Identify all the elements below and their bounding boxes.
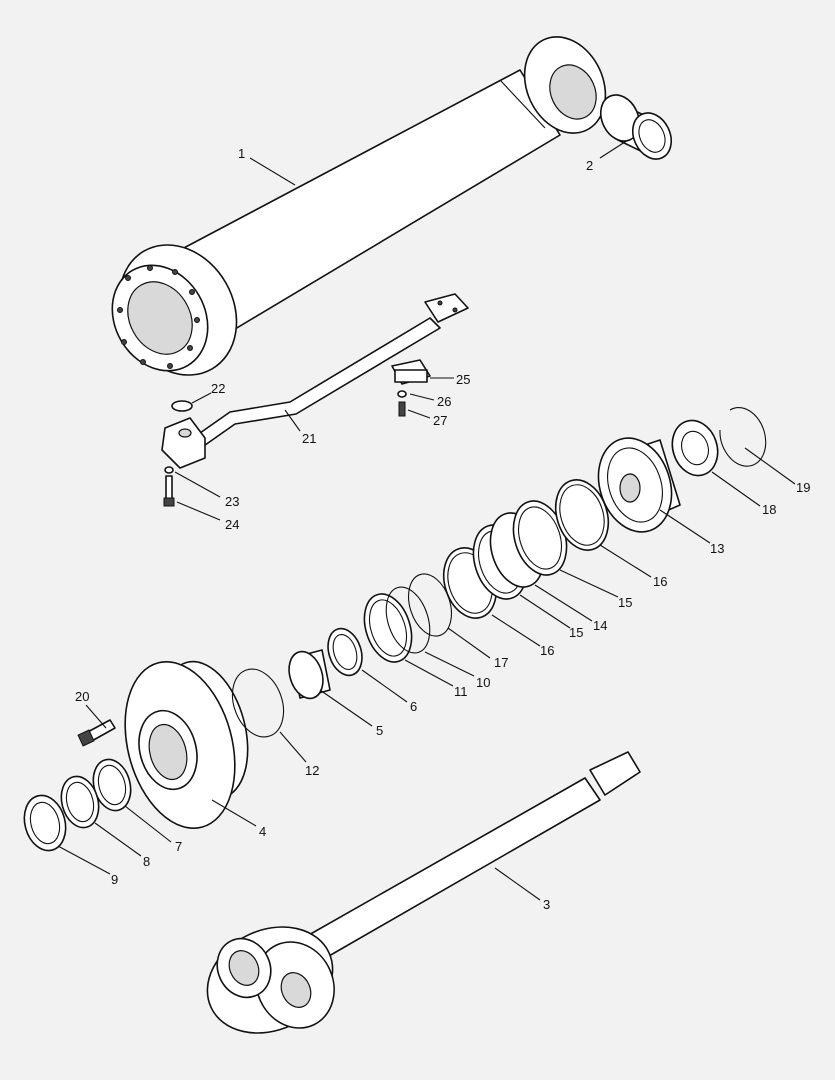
piston-nut[interactable] (665, 415, 724, 482)
washer-and-bolt[interactable] (163, 466, 175, 507)
cylinder-barrel[interactable] (94, 24, 621, 397)
callout-21: 21 (302, 431, 316, 446)
tube-clamp[interactable] (391, 359, 431, 417)
callout-labels: 1 2 3 4 5 6 7 8 9 10 11 12 13 14 15 15 1… (75, 146, 810, 912)
callout-6: 6 (410, 699, 417, 714)
callout-23: 23 (225, 494, 239, 509)
callout-13: 13 (710, 541, 724, 556)
callout-20: 20 (75, 689, 89, 704)
piston-rod[interactable] (190, 751, 641, 1053)
callout-15a: 15 (569, 625, 583, 640)
callout-24: 24 (225, 517, 239, 532)
callout-15b: 15 (618, 595, 632, 610)
o-ring-22[interactable] (171, 400, 193, 412)
snap-ring[interactable] (719, 406, 767, 467)
callout-7: 7 (175, 839, 182, 854)
callout-3: 3 (543, 897, 550, 912)
callout-9: 9 (111, 872, 118, 887)
callout-18: 18 (762, 502, 776, 517)
leader-lines (57, 139, 796, 901)
callout-2: 2 (586, 158, 593, 173)
callout-16b: 16 (653, 574, 667, 589)
callout-14: 14 (593, 618, 607, 633)
callout-22: 22 (211, 381, 225, 396)
callout-17: 17 (494, 655, 508, 670)
callout-1: 1 (238, 146, 245, 161)
callout-10: 10 (476, 675, 490, 690)
bushing[interactable] (594, 89, 679, 166)
head-bolt[interactable] (77, 719, 116, 747)
callout-27: 27 (433, 413, 447, 428)
callout-8: 8 (143, 854, 150, 869)
seal-rings[interactable] (223, 473, 616, 744)
callout-5: 5 (376, 723, 383, 738)
callout-19: 19 (796, 480, 810, 495)
piston[interactable] (587, 429, 683, 542)
callout-16a: 16 (540, 643, 554, 658)
wiper-rings[interactable] (18, 755, 136, 855)
hydraulic-tube[interactable] (161, 293, 469, 469)
cylinder-head[interactable] (108, 649, 262, 840)
callout-12: 12 (305, 763, 319, 778)
callout-4: 4 (259, 824, 266, 839)
callout-11: 11 (454, 684, 468, 699)
callout-26: 26 (437, 394, 451, 409)
callout-25: 25 (456, 372, 470, 387)
